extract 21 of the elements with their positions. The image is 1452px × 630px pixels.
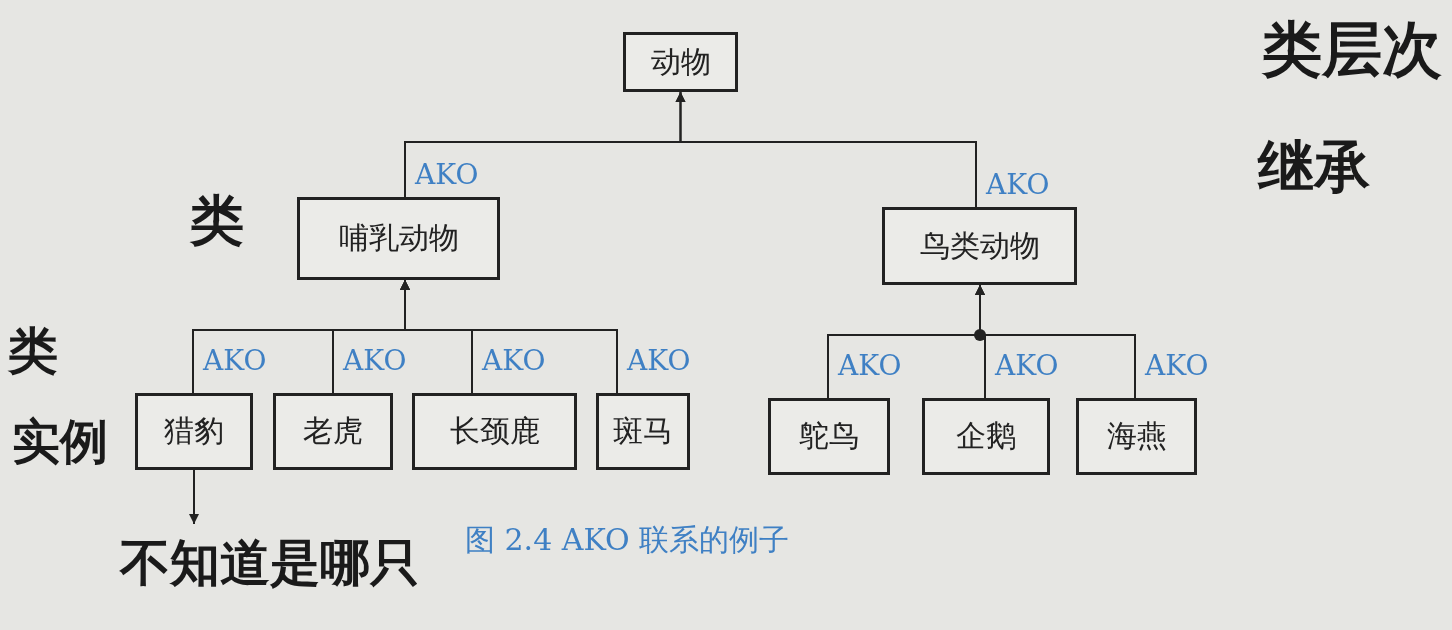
concept-box: 长颈鹿 bbox=[412, 393, 577, 470]
concept-box: 斑马 bbox=[596, 393, 690, 470]
concept-box: 鸵鸟 bbox=[768, 398, 890, 475]
concept-box: 鸟类动物 bbox=[882, 207, 1077, 285]
figure-caption: 图 2.4 AKO 联系的例子 bbox=[465, 521, 790, 559]
concept-box: 企鹅 bbox=[922, 398, 1050, 475]
handwritten-note: 类层次 bbox=[1262, 13, 1442, 86]
connector-arrow bbox=[975, 284, 1136, 399]
concept-box: 海燕 bbox=[1076, 398, 1197, 475]
handwritten-note: 实例 bbox=[12, 412, 108, 471]
connector-arrow bbox=[675, 91, 977, 208]
connector-arrow bbox=[400, 279, 618, 394]
arrow bbox=[189, 469, 199, 525]
handwritten-note: 类 bbox=[8, 321, 58, 382]
concept-box: 猎豹 bbox=[135, 393, 253, 470]
concept-box: 动物 bbox=[623, 32, 738, 92]
handwritten-note: 不知道是哪只 bbox=[120, 530, 420, 597]
handwritten-note: 类 bbox=[190, 188, 244, 254]
concept-box: 哺乳动物 bbox=[297, 197, 500, 280]
concept-box: 老虎 bbox=[273, 393, 393, 470]
handwritten-note: 继承 bbox=[1258, 133, 1370, 201]
